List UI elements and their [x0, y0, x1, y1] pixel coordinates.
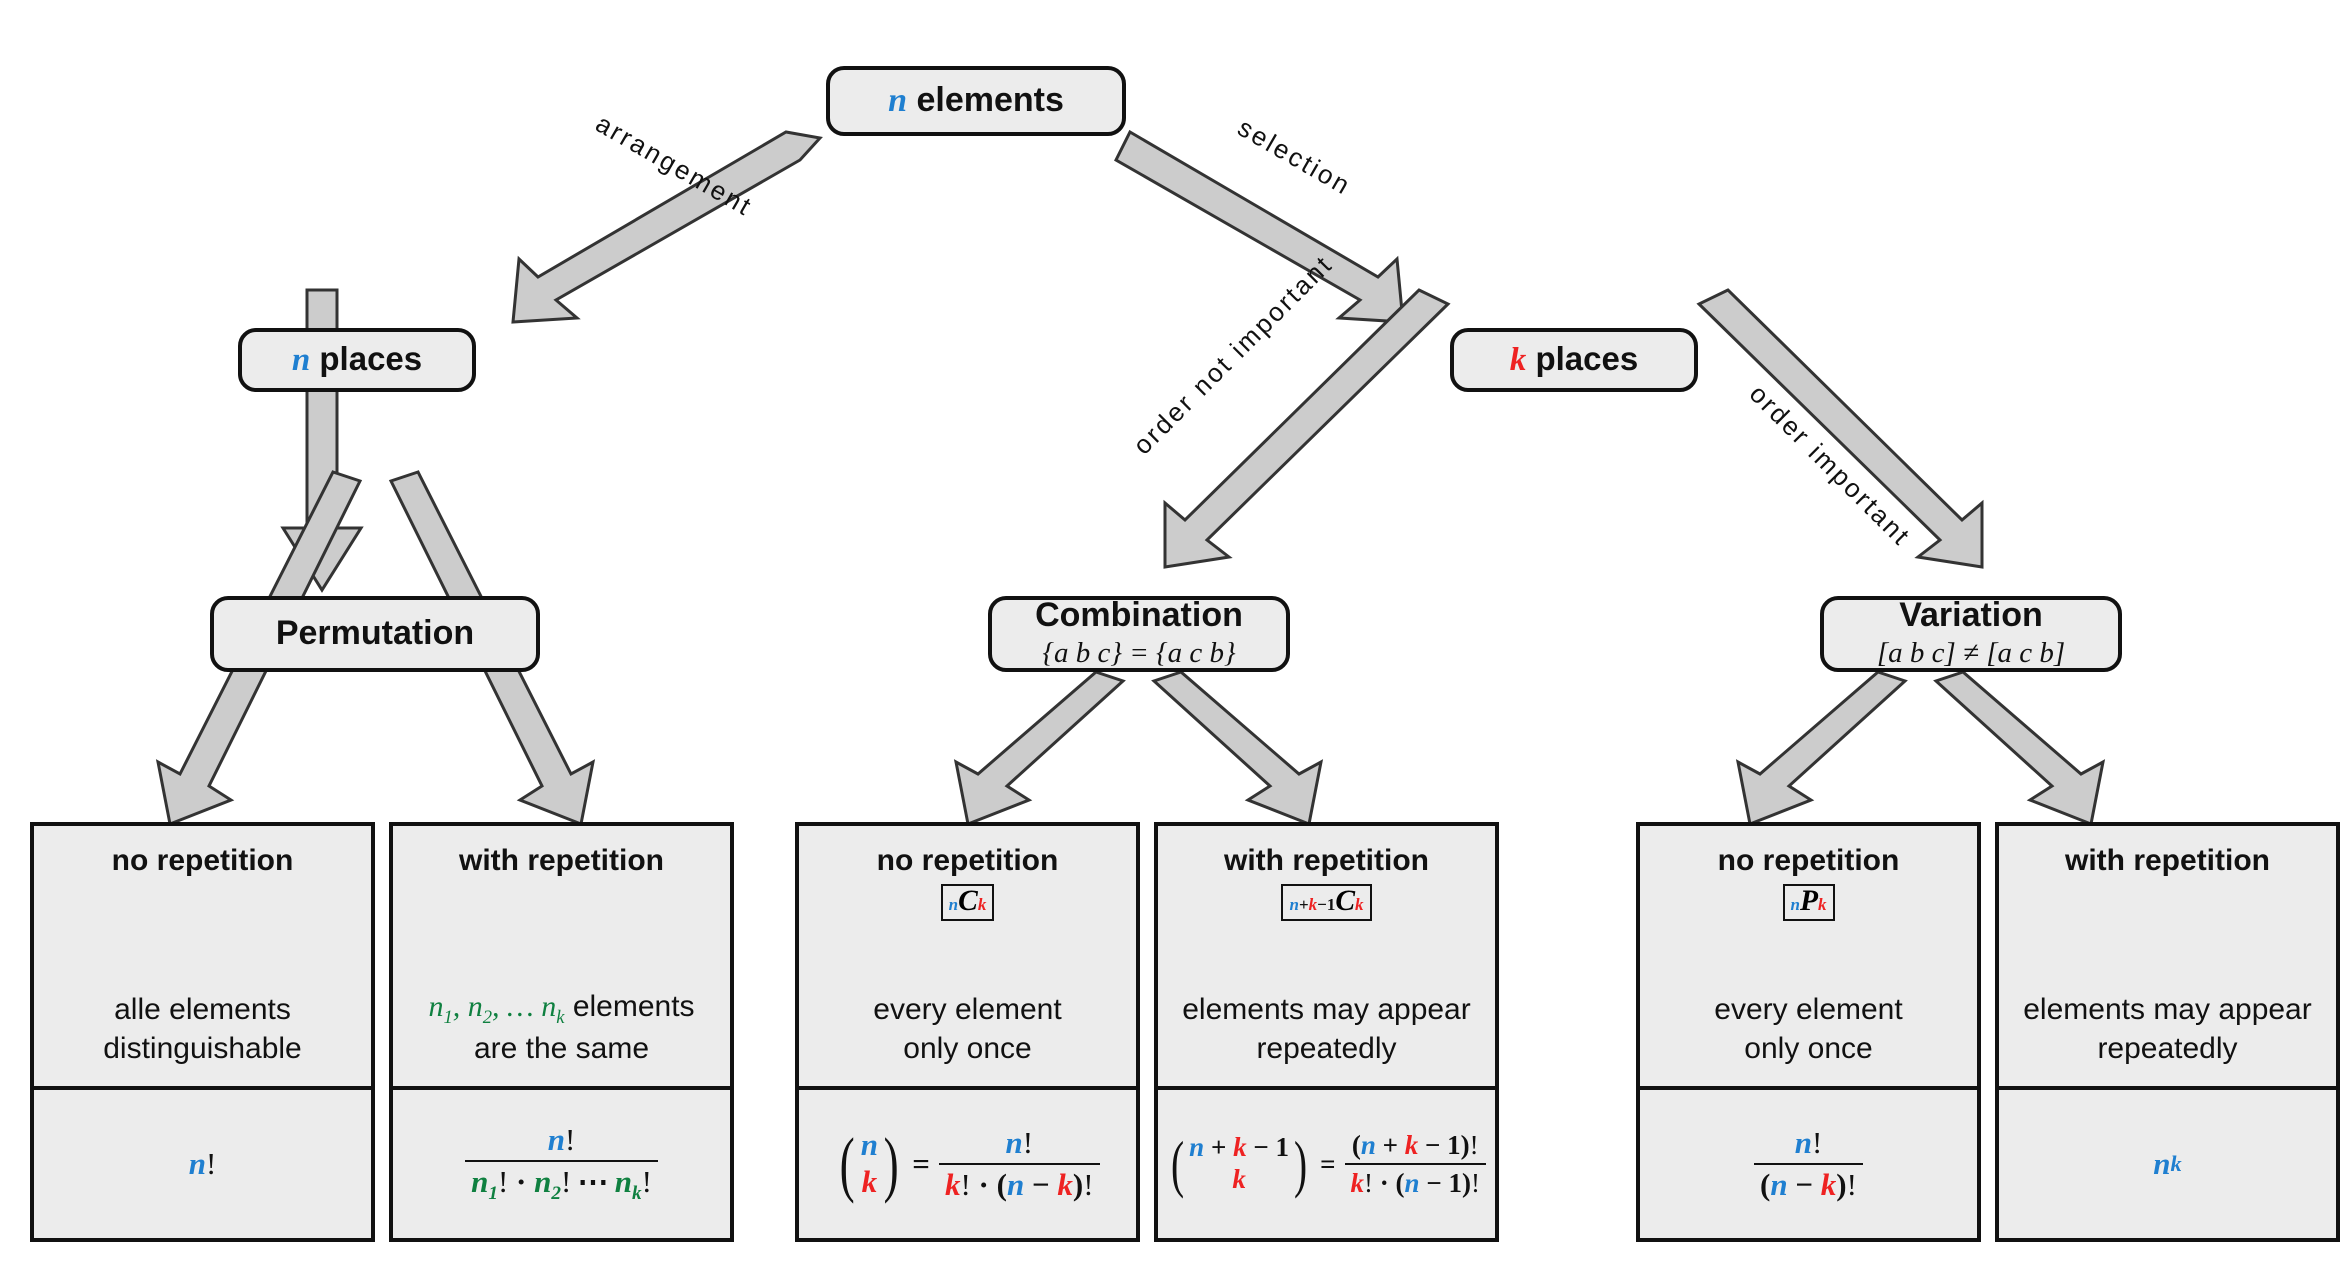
node-k-places-label: k places	[1509, 340, 1639, 379]
node-k-places[interactable]: k places	[1450, 328, 1698, 392]
leaf-description: elements may appear repeatedly	[1166, 991, 1487, 1068]
node-k-places-text: places	[1535, 340, 1639, 378]
symbol-k: k	[1509, 342, 1527, 379]
leaf-top: no repetition nPk every element only onc…	[1640, 826, 1977, 1090]
leaf-top: no repetition nCk every element only onc…	[799, 826, 1136, 1090]
leaf-desc-line1: every element	[873, 993, 1062, 1027]
node-n-elements-label: n elements	[888, 81, 1064, 120]
leaf-desc-line2: only once	[1744, 1031, 1873, 1065]
leaf-desc-line1: elements may appear	[2023, 993, 2312, 1027]
leaf-head: with repetition	[1224, 844, 1429, 877]
leaf-top: with repetition elements may appear repe…	[1999, 826, 2336, 1090]
leaf-head: with repetition	[2065, 844, 2270, 877]
node-variation[interactable]: Variation [a b c] ≠ [a c b]	[1820, 596, 2122, 672]
node-n-elements-text: elements	[916, 81, 1064, 120]
arrow-combination-no-repetition	[953, 670, 1126, 827]
leaf-formula: ( n + k − 1 k ) = (n + k − 1)! k! · (n −…	[1158, 1090, 1495, 1238]
leaf-head: no repetition	[876, 844, 1059, 877]
leaf-variation-with-repetition[interactable]: with repetition elements may appear repe…	[1995, 822, 2340, 1242]
leaf-permutation-no-repetition[interactable]: no repetition alle elements distinguisha…	[30, 822, 375, 1242]
leaf-description: every element only once	[807, 991, 1128, 1068]
edge-label-arrangement: arrangement	[590, 108, 759, 223]
leaf-formula: n! (n − k)!	[1640, 1090, 1977, 1238]
leaf-formula: n! n1! · n2! ⋯ nk!	[393, 1090, 730, 1238]
arrow-variation-no-repetition	[1735, 670, 1908, 827]
leaf-description: every element only once	[1648, 991, 1969, 1068]
leaf-head: with repetition	[459, 844, 664, 877]
leaf-description: alle elements distinguishable	[42, 991, 363, 1068]
arrow-combination-with-repetition	[1151, 670, 1324, 827]
leaf-desc-line1: every element	[1714, 993, 1903, 1027]
node-n-places-text: places	[319, 340, 423, 378]
symbol-n: n	[291, 342, 311, 379]
leaf-variation-no-repetition[interactable]: no repetition nPk every element only onc…	[1636, 822, 1981, 1242]
leaf-desc-line1: elements may appear	[1182, 993, 1471, 1027]
node-n-places-label: n places	[291, 340, 423, 379]
leaf-head: no repetition	[1717, 844, 1900, 877]
leaf-combination-with-repetition[interactable]: with repetition n+k−1Ck elements may app…	[1154, 822, 1499, 1242]
node-combination[interactable]: Combination {a b c} = {a c b}	[988, 596, 1290, 672]
leaf-formula: ( n k ) = n! k! · (n − k)!	[799, 1090, 1136, 1238]
leaf-desc-line2: distinguishable	[103, 1031, 302, 1065]
arrow-order-not-important	[1163, 288, 1451, 569]
leaf-combination-no-repetition[interactable]: no repetition nCk every element only onc…	[795, 822, 1140, 1242]
leaf-desc-line2: repeatedly	[1256, 1031, 1397, 1065]
leaf-formula: n!	[188, 1146, 217, 1181]
arrow-selection	[1114, 129, 1405, 324]
node-permutation[interactable]: Permutation	[210, 596, 540, 672]
edge-label-selection: selection	[1232, 112, 1357, 202]
leaf-desc-line2: are the same	[473, 1031, 650, 1065]
leaf-permutation-with-repetition[interactable]: with repetition n1, n2, … nk elements ar…	[389, 822, 734, 1242]
leaf-description: n1, n2, … nk elements are the same	[401, 988, 722, 1068]
node-n-elements[interactable]: n elements	[826, 66, 1126, 136]
leaf-desc-line2: repeatedly	[2097, 1031, 2238, 1065]
leaf-desc-line1: alle elements	[114, 993, 291, 1027]
leaf-top: no repetition alle elements distinguisha…	[34, 826, 371, 1090]
node-combination-subtitle: {a b c} = {a c b}	[1042, 636, 1236, 669]
leaf-desc-line2: only once	[903, 1031, 1032, 1065]
arrow-order-important	[1696, 288, 1984, 569]
edge-label-order-not-important: order not important	[1127, 248, 1339, 461]
node-variation-title: Variation	[1899, 596, 2043, 635]
notation-nPk: nPk	[1782, 884, 1835, 921]
node-n-places[interactable]: n places	[238, 328, 476, 392]
arrow-variation-with-repetition	[1933, 670, 2106, 827]
leaf-description: elements may appear repeatedly	[2007, 991, 2328, 1068]
edge-label-order-important: order important	[1743, 378, 1918, 553]
node-combination-title: Combination	[1035, 596, 1243, 635]
leaf-desc-line1: n1, n2, … nk elements	[428, 989, 695, 1028]
notation-npk1Ck: n+k−1Ck	[1281, 884, 1372, 921]
leaf-top: with repetition n1, n2, … nk elements ar…	[393, 826, 730, 1090]
leaf-head: no repetition	[111, 844, 294, 877]
notation-nCk: nCk	[940, 884, 995, 921]
symbol-n: n	[888, 82, 908, 120]
node-variation-subtitle: [a b c] ≠ [a c b]	[1876, 636, 2066, 669]
leaf-top: with repetition n+k−1Ck elements may app…	[1158, 826, 1495, 1090]
node-permutation-title: Permutation	[275, 614, 475, 653]
